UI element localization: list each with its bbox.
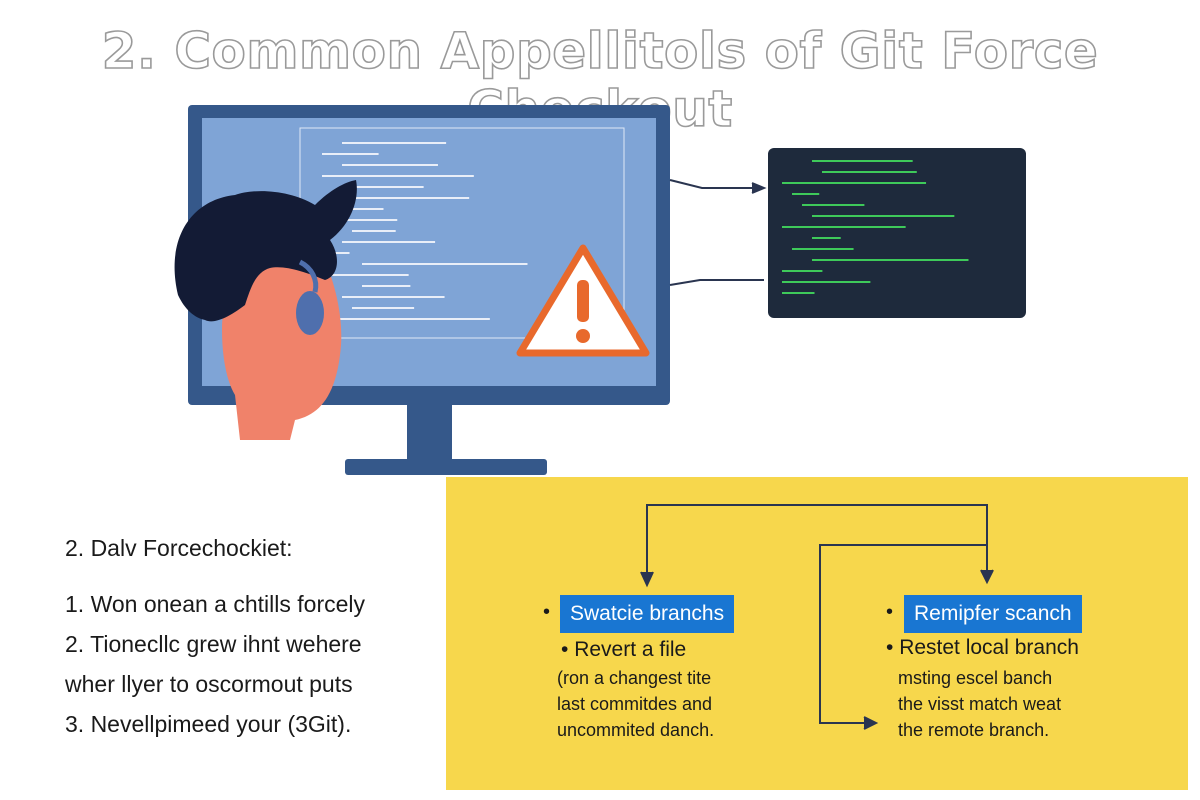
monitor-neck bbox=[407, 404, 452, 462]
code-line bbox=[782, 281, 871, 283]
code-line bbox=[362, 263, 528, 265]
code-line bbox=[342, 241, 436, 243]
code-line bbox=[322, 175, 474, 177]
code-line bbox=[322, 318, 490, 320]
code-line bbox=[782, 292, 815, 294]
code-line bbox=[342, 296, 445, 298]
code-line bbox=[352, 307, 415, 309]
code-line bbox=[812, 237, 841, 239]
panel-left-heading: • Revert a file bbox=[561, 638, 687, 661]
panel-right-heading: • Restet local branch bbox=[886, 636, 1079, 659]
code-line bbox=[782, 270, 823, 272]
terminal-window bbox=[768, 148, 1026, 318]
list-item: 1. Won onean a chtills forcely bbox=[65, 591, 366, 617]
code-line bbox=[812, 160, 913, 162]
hair bbox=[174, 180, 357, 322]
panel-left-heading-text: Revert a file bbox=[574, 638, 687, 661]
panel-right-desc: msting escel banch the visst match weat … bbox=[898, 665, 1061, 743]
desc-line: last commitdes and bbox=[557, 694, 713, 714]
desc-line: uncommited danch. bbox=[557, 720, 715, 740]
code-line bbox=[792, 248, 854, 250]
connector-arrows bbox=[669, 179, 767, 286]
code-line bbox=[782, 182, 927, 184]
code-line bbox=[342, 142, 447, 144]
code-line bbox=[352, 208, 384, 210]
warning-triangle-icon bbox=[516, 244, 650, 357]
headset-earpiece bbox=[296, 291, 324, 335]
bullet: • bbox=[886, 601, 894, 623]
desc-line: (ron a changest tite bbox=[557, 668, 712, 688]
code-line bbox=[342, 164, 438, 166]
tag-swatcie-branchs: Swatcie branchs bbox=[560, 595, 735, 633]
code-line bbox=[352, 230, 396, 232]
code-line bbox=[322, 153, 379, 155]
panel-left-desc: (ron a changest tite last commitdes and … bbox=[557, 665, 714, 743]
bullet: • bbox=[543, 601, 551, 623]
list-heading: 2. Dalv Forcechockiet: bbox=[65, 535, 293, 561]
yellow-panel bbox=[446, 477, 1188, 790]
code-line bbox=[812, 215, 955, 217]
panel-right-heading-text: Restet local branch bbox=[899, 636, 1079, 659]
list-item: 3. Nevellpimeed your (3Git). bbox=[65, 711, 352, 737]
code-line bbox=[822, 171, 917, 173]
code-line bbox=[792, 193, 820, 195]
code-line bbox=[342, 219, 398, 221]
code-line bbox=[782, 226, 906, 228]
code-line bbox=[322, 274, 409, 276]
list-item: wher llyer to oscormout puts bbox=[65, 671, 353, 697]
code-line bbox=[362, 285, 411, 287]
terminal-code-lines bbox=[782, 160, 969, 294]
code-line bbox=[812, 259, 969, 261]
list-item: 2. Tionecllc grew ihnt wehere bbox=[65, 631, 362, 657]
monitor-base bbox=[345, 459, 547, 475]
code-line bbox=[342, 186, 424, 188]
code-line bbox=[802, 204, 865, 206]
code-line bbox=[332, 197, 470, 199]
tag-remipfer-scanch: Remipfer scanch bbox=[904, 595, 1082, 633]
person-with-headset bbox=[174, 180, 357, 440]
desc-line: the remote branch. bbox=[898, 720, 1050, 740]
desc-line: msting escel banch bbox=[898, 668, 1053, 688]
desc-line: the visst match weat bbox=[898, 694, 1062, 714]
